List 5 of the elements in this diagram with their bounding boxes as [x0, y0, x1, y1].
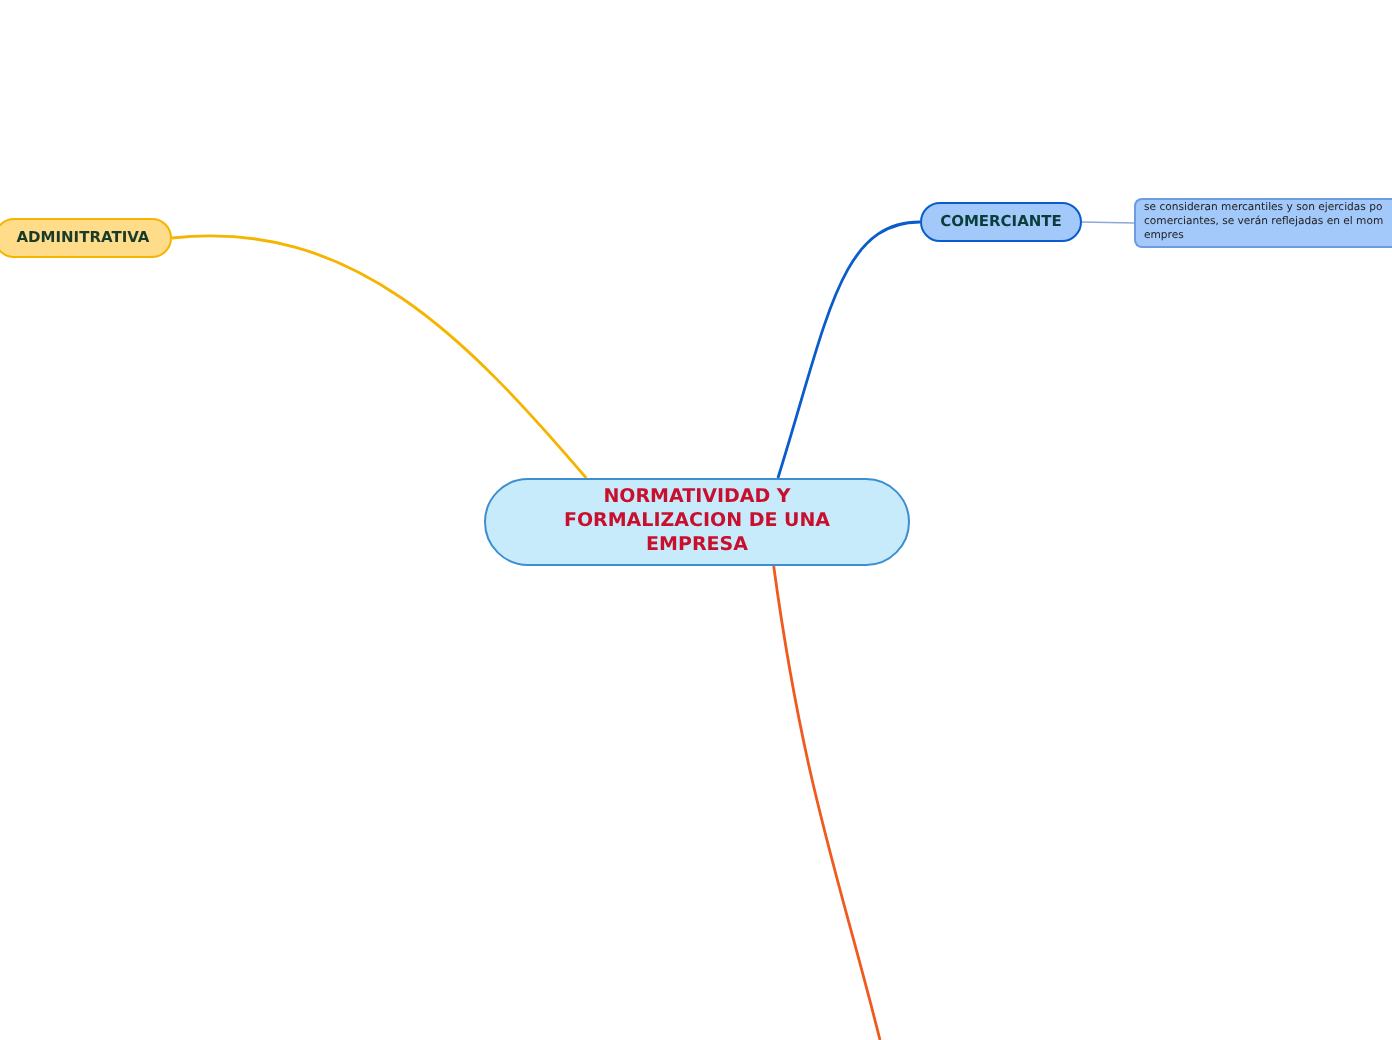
connector-line	[1081, 221, 1135, 224]
connector-line	[772, 565, 882, 1040]
connector-line	[171, 234, 588, 479]
connector-line	[776, 220, 921, 479]
central-topic: NORMATIVIDAD Y FORMALIZACION DE UNA EMPRESA	[484, 478, 910, 566]
